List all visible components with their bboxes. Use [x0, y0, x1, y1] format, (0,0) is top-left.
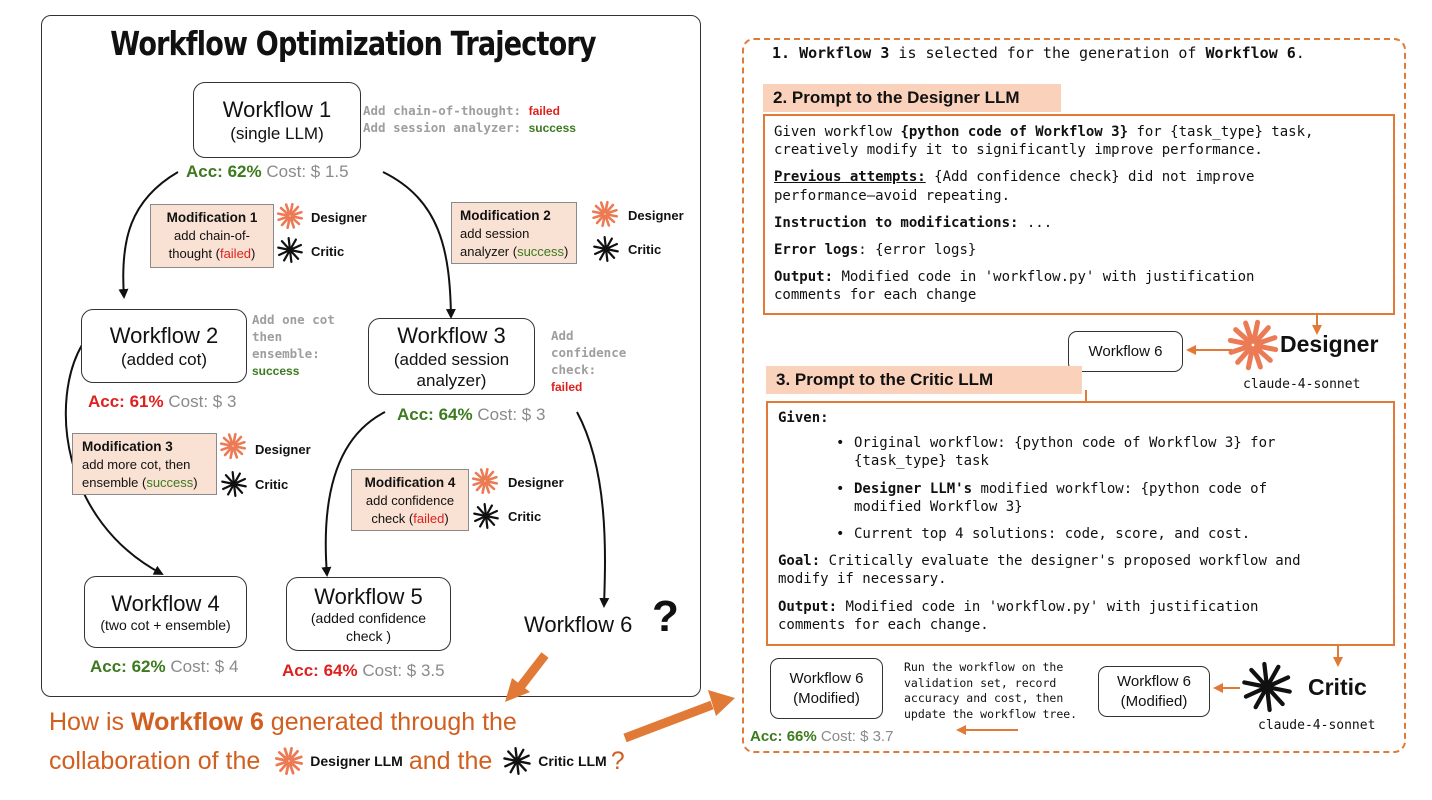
critic-model: claude-4-sonnet: [1258, 718, 1376, 733]
designer-label: Designer: [311, 210, 367, 225]
modification-3-card: Modification 3 add more cot, then ensemb…: [72, 433, 217, 495]
designer-icon: [276, 202, 304, 230]
modification-2-card: Modification 2 add session analyzer (suc…: [451, 202, 577, 264]
workflow-2-name: Workflow 2: [109, 322, 219, 348]
critic-label: Critic: [255, 477, 289, 492]
workflow-6-pending: Workflow 6: [524, 612, 633, 637]
step-1-text: 1. Workflow 3 is selected for the genera…: [772, 44, 1305, 62]
workflow-6-modified-box[interactable]: Workflow 6 (Modified): [1098, 666, 1210, 717]
designer-icon: [471, 467, 499, 495]
designer-model: claude-4-sonnet: [1243, 377, 1361, 392]
workflow-5-metrics: Acc: 64% Cost: $ 3.5: [282, 661, 445, 680]
edge-w1-w3: [382, 171, 456, 319]
question-line-2: collaboration of the Designer LLM and th…: [49, 746, 625, 775]
designer-label: Designer: [255, 442, 311, 457]
workflow-6-box[interactable]: Workflow 6: [1068, 331, 1183, 372]
workflow-3-metrics: Acc: 64% Cost: $ 3: [397, 405, 546, 424]
step-3-header: 3. Prompt to the Critic LLM: [766, 366, 1082, 394]
designer-title: Designer: [1280, 331, 1379, 357]
workflow-5-node[interactable]: Workflow 5 (added confidence check ): [286, 577, 451, 651]
critic-label: Critic: [508, 509, 542, 524]
workflow-4-metrics: Acc: 62% Cost: $ 4: [90, 657, 239, 676]
critic-icon: [277, 236, 303, 264]
edge-w3-w5: [321, 411, 386, 577]
workflow-3-node[interactable]: Workflow 3 (added session analyzer): [368, 318, 535, 395]
workflow-6-modified-final[interactable]: Workflow 6 (Modified): [770, 658, 883, 719]
workflow-6-metrics: Acc: 66% Cost: $ 3.7: [750, 728, 894, 745]
annotation-workflow-1: Add chain-of-thought: failed Add session…: [363, 103, 576, 135]
designer-icon: [1227, 319, 1279, 371]
designer-icon: [275, 747, 304, 775]
page-title: Workflow Optimization Trajectory: [110, 24, 596, 63]
critic-icon: [503, 747, 532, 775]
modification-4-card: Modification 4 add confidence check (fai…: [351, 469, 469, 531]
designer-label: Designer: [508, 475, 564, 490]
workflow-2-node[interactable]: Workflow 2 (added cot): [81, 309, 247, 383]
edge-w2-w4: [64, 344, 164, 575]
workflow-1-name: Workflow 1: [222, 96, 332, 122]
workflow-4-name: Workflow 4: [111, 590, 220, 616]
critic-prompt-box: Given: •Original workflow: {python code …: [766, 401, 1395, 646]
step-2-header: 2. Prompt to the Designer LLM: [763, 84, 1061, 112]
workflow-5-name: Workflow 5: [314, 583, 423, 609]
run-workflow-note: Run the workflow on the validation set, …: [904, 660, 1078, 721]
critic-icon: [221, 470, 247, 498]
annotation-workflow-3: Add confidence check: failed: [551, 328, 627, 394]
trajectory-panel: [41, 15, 701, 697]
designer-label: Designer: [628, 208, 684, 223]
designer-prompt-box: Given workflow {python code of Workflow …: [763, 114, 1395, 315]
question-line-1: How is Workflow 6 generated through the: [49, 708, 517, 736]
edge-w1-w2: [118, 171, 179, 299]
critic-title: Critic: [1308, 674, 1367, 700]
critic-icon: [473, 502, 499, 530]
modification-1-card: Modification 1 add chain-of- thought (fa…: [150, 204, 274, 268]
workflow-2-metrics: Acc: 61% Cost: $ 3: [88, 392, 237, 411]
designer-icon: [219, 432, 247, 460]
annotation-workflow-2: Add one cot then ensemble: success: [252, 312, 335, 378]
edge-w3-w6: [576, 411, 610, 608]
workflow-2-desc: (added cot): [121, 350, 207, 370]
question-arrow: [514, 652, 549, 693]
workflow-1-metrics: Acc: 62% Cost: $ 1.5: [186, 162, 349, 181]
workflow-1-node[interactable]: Workflow 1 (single LLM): [193, 82, 361, 158]
critic-icon: [593, 235, 619, 263]
designer-icon: [591, 200, 619, 228]
workflow-1-desc: (single LLM): [230, 124, 324, 144]
critic-icon: [1242, 661, 1292, 713]
workflow-4-node[interactable]: Workflow 4 (two cot + ensemble): [84, 576, 247, 648]
question-mark: ?: [652, 592, 679, 641]
workflow-3-name: Workflow 3: [397, 322, 506, 348]
critic-label: Critic: [628, 242, 662, 257]
to-right-arrow: [623, 700, 714, 743]
generation-process-panel: [742, 38, 1406, 753]
critic-label: Critic: [311, 244, 345, 259]
